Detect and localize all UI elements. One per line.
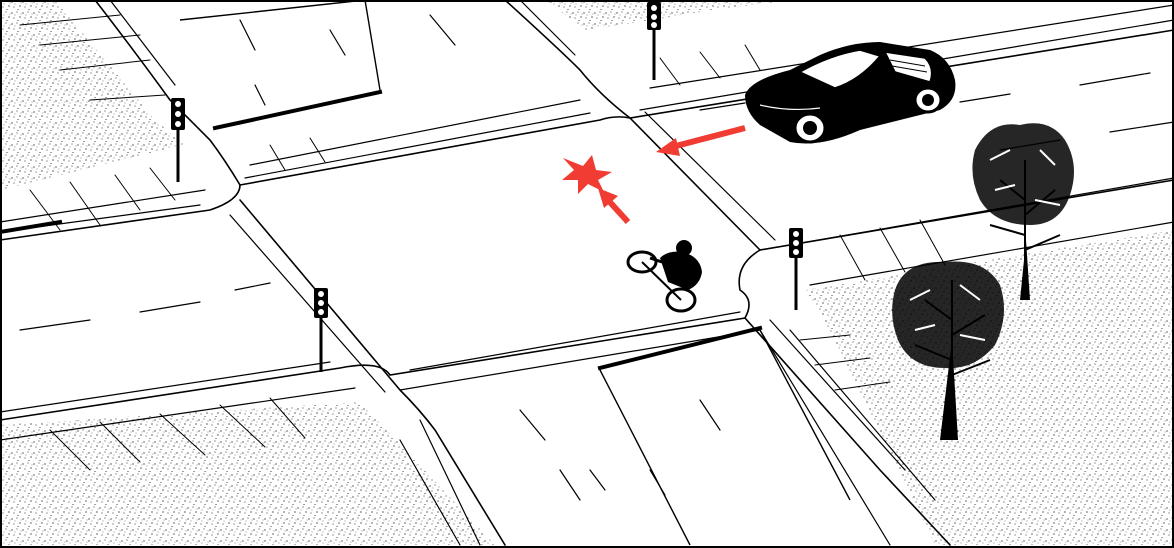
illustration-frame <box>0 0 1174 548</box>
intersection-illustration <box>0 0 1174 548</box>
